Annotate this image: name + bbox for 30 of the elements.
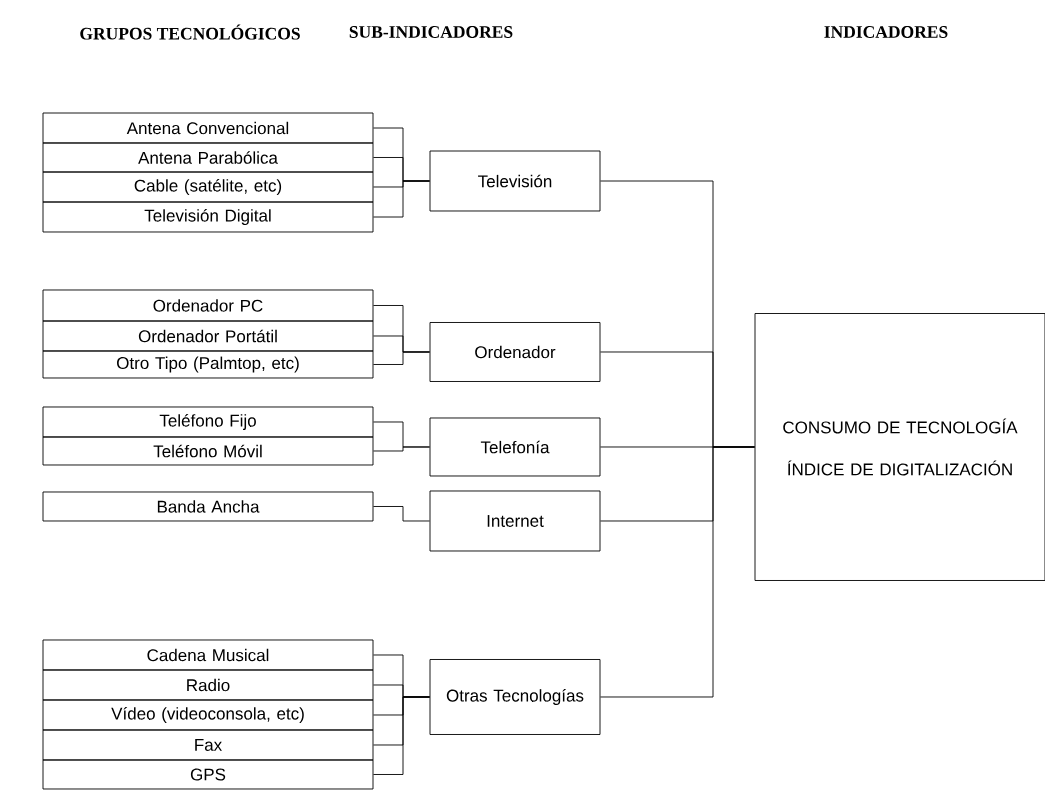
box: Televisión	[429, 150, 601, 212]
box: Cable (satélite, etc)	[42, 171, 374, 203]
box: Cadena Musical	[42, 639, 374, 671]
box: Televisión Digital	[42, 201, 374, 233]
box: GPS	[42, 759, 374, 790]
box: Vídeo (videoconsola, etc)	[42, 699, 374, 731]
box: Ordenador	[429, 322, 601, 382]
connector	[373, 446, 430, 452]
box: Ordenador Portátil	[42, 320, 374, 352]
connector	[600, 446, 755, 698]
box: Teléfono Móvil	[42, 436, 374, 466]
box: Internet	[429, 490, 601, 552]
box: Teléfono Fijo	[42, 406, 374, 438]
connector	[373, 180, 430, 218]
connector	[373, 506, 430, 522]
box: Antena Parabólica	[42, 142, 374, 173]
column-heading: SUB-INDICADORES	[349, 26, 513, 38]
box: Telefonía	[429, 417, 601, 477]
box: Banda Ancha	[42, 491, 374, 522]
column-heading: INDICADORES	[824, 26, 948, 38]
box: Otro Tipo (Palmtop, etc)	[42, 350, 374, 379]
connector	[373, 351, 430, 365]
box: Ordenador PC	[42, 289, 374, 322]
box: Antena Convencional	[42, 112, 374, 144]
box: Radio	[42, 669, 374, 701]
box: Otras Tecnologías	[429, 659, 601, 735]
column-heading: GRUPOS TECNOLÓGICOS	[80, 24, 300, 40]
box: Fax	[42, 729, 374, 761]
box: CONSUMO DE TECNOLOGÍA ÍNDICE DE DIGITALIZACIÓN	[754, 313, 1045, 581]
connector	[373, 696, 430, 775]
